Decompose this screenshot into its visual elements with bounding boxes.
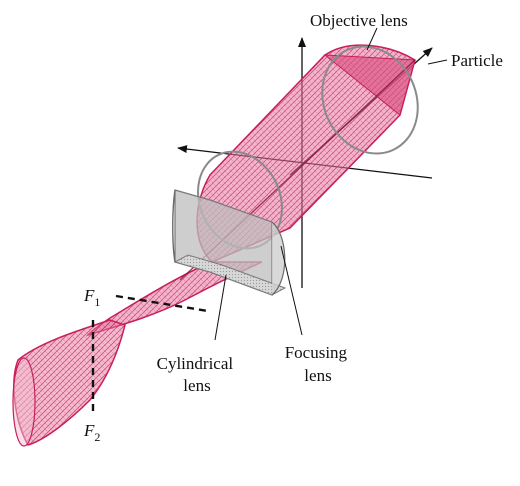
objective-leader — [366, 27, 378, 51]
f2-label: F2 — [83, 421, 100, 444]
focal-line-f1 — [115, 294, 209, 313]
objective-lens — [321, 45, 419, 155]
leader-lines — [214, 27, 448, 341]
objective-lens-label: Objective lens — [310, 11, 408, 30]
beam-end-cross-section — [12, 357, 36, 447]
cylindrical-lens — [172, 189, 287, 296]
cylindrical-lens-label: Cylindrical lens — [157, 354, 238, 395]
beam-tip — [323, 54, 416, 116]
particle-label: Particle — [451, 51, 503, 70]
particle-leader — [427, 59, 448, 65]
focusing-lens-label: Focusing lens — [285, 343, 352, 385]
focusing-leader — [280, 245, 303, 336]
f1-label: F1 — [83, 286, 100, 309]
cylindrical-leader — [214, 274, 227, 341]
light-beam — [12, 44, 416, 447]
